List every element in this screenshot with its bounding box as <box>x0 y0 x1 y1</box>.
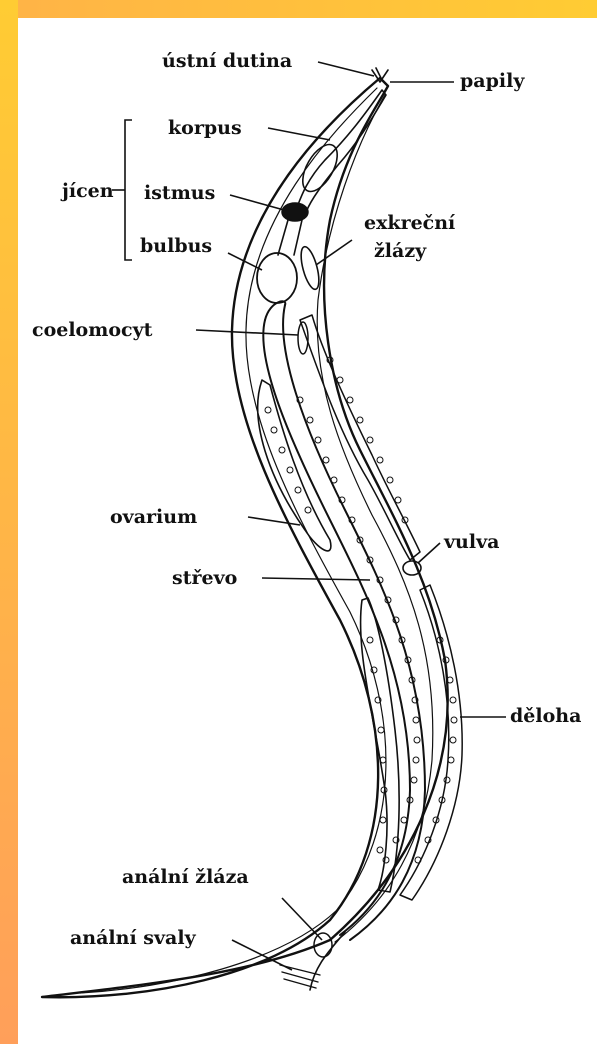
excretory-gland <box>298 245 323 291</box>
label-analni-zlaza: anální žláza <box>122 866 249 888</box>
label-korpus: korpus <box>168 117 242 139</box>
label-bulbus: bulbus <box>140 235 212 257</box>
leader-strevo <box>262 578 370 580</box>
ovarium-posterior <box>361 598 400 892</box>
leader-vulva <box>418 543 440 563</box>
label-exkrecni: exkreční <box>364 212 455 234</box>
pharynx-bulbus <box>257 253 297 303</box>
leader-ovarium <box>248 517 300 525</box>
label-zlazy: žlázy <box>374 240 426 262</box>
isthmus-ring <box>282 203 308 221</box>
pharynx-corpus <box>296 90 386 212</box>
leader-analni-svaly <box>232 940 292 970</box>
label-analni-svaly: anální svaly <box>70 927 196 949</box>
jicen-bracket <box>125 120 132 260</box>
leader-istmus <box>230 195 284 210</box>
label-coelomocyt: coelomocyt <box>32 319 152 341</box>
leader-ustni-dutina <box>318 62 374 76</box>
label-ovarium: ovarium <box>110 506 197 528</box>
pharynx-isthmus <box>278 220 302 255</box>
label-vulva: vulva <box>444 531 499 553</box>
leader-exkrecni <box>316 240 352 265</box>
mouth-papillae <box>372 68 388 82</box>
intestine-inner <box>283 305 425 940</box>
label-deloha: děloha <box>510 705 581 727</box>
label-jicen: jícen <box>62 180 114 202</box>
intestine <box>263 320 410 935</box>
label-istmus: istmus <box>144 182 215 204</box>
label-strevo: střevo <box>172 567 237 589</box>
ovarium-anterior <box>258 380 331 551</box>
label-papily: papily <box>460 70 524 92</box>
leader-analni-zlaza <box>282 898 322 940</box>
label-ustni-dutina: ústní dutina <box>162 50 292 72</box>
